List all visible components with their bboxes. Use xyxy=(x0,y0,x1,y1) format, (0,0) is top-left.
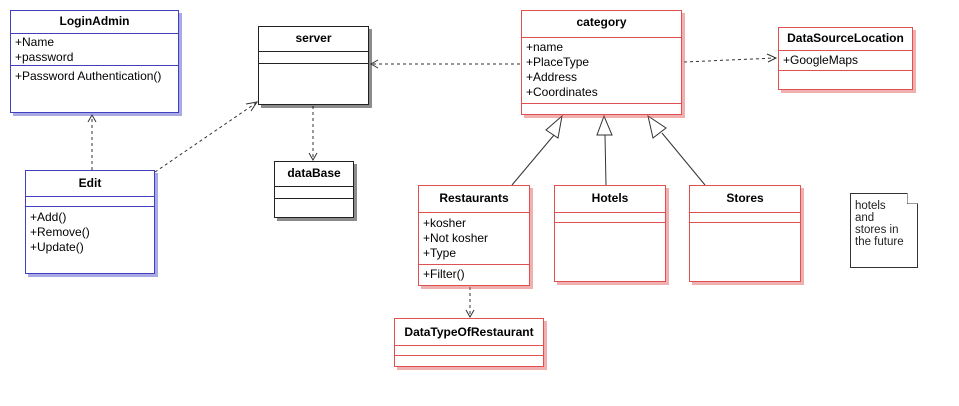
category-to-server-dependency xyxy=(369,59,520,69)
class-database[interactable]: dataBase xyxy=(274,161,354,218)
server-to-database-dependency xyxy=(308,106,318,162)
note-line: the future xyxy=(855,236,904,248)
attribute: +Type xyxy=(423,246,457,260)
class-server[interactable]: server xyxy=(258,26,369,105)
attribute: +Name xyxy=(15,35,55,49)
operations-section: +Filter() xyxy=(419,264,529,283)
class-name: DataTypeOfRestaurant xyxy=(404,325,534,339)
attribute: +Not kosher xyxy=(423,231,489,245)
operations-section xyxy=(275,198,353,217)
edit-to-loginadmin-dependency xyxy=(87,113,97,170)
class-name: LoginAdmin xyxy=(59,14,130,28)
operation: +Filter() xyxy=(423,267,465,281)
class-name: dataBase xyxy=(287,166,341,180)
attribute: +PlaceType xyxy=(526,55,590,69)
operation: +Add() xyxy=(30,210,67,224)
restaurants-generalization xyxy=(511,114,563,186)
category-to-datasourcelocation-dependency xyxy=(683,53,778,63)
future-note[interactable]: hotels and stores in the future xyxy=(850,193,918,268)
operation: +Password Authentication() xyxy=(15,69,162,83)
note-line: hotels xyxy=(855,200,886,212)
note-line: stores in xyxy=(855,224,899,236)
class-name: DataSourceLocation xyxy=(787,31,904,45)
attribute: +Coordinates xyxy=(526,85,598,99)
edit-to-server-dependency xyxy=(154,101,259,173)
class-name: Hotels xyxy=(591,191,629,205)
class-name: Edit xyxy=(78,176,102,190)
operations-section xyxy=(555,222,665,281)
class-name: server xyxy=(295,31,332,45)
attributes-section xyxy=(690,212,800,222)
operations-section xyxy=(259,63,368,104)
attribute: +kosher xyxy=(423,216,467,230)
class-restaurants[interactable]: Restaurants +kosher +Not kosher +Type +F… xyxy=(418,185,530,286)
class-category[interactable]: category +name +PlaceType +Address +Coor… xyxy=(521,10,682,115)
operation: +Update() xyxy=(30,240,84,254)
operations-section xyxy=(779,70,912,89)
class-loginadmin[interactable]: LoginAdmin +Name +password +Password Aut… xyxy=(10,10,179,113)
attribute: +password xyxy=(15,50,74,64)
stores-generalization xyxy=(647,114,706,186)
class-name: Stores xyxy=(726,191,764,205)
attributes-section xyxy=(259,51,368,63)
class-name: category xyxy=(576,15,627,29)
operations-section xyxy=(522,103,681,114)
note-fold-icon xyxy=(907,193,918,204)
operations-section: +Password Authentication() xyxy=(11,65,178,85)
class-hotels[interactable]: Hotels xyxy=(554,185,666,282)
attribute: +GoogleMaps xyxy=(783,53,859,67)
attributes-section xyxy=(275,186,353,198)
class-datasourcelocation[interactable]: DataSourceLocation +GoogleMaps xyxy=(778,27,913,90)
attributes-section: +Name +password xyxy=(11,33,178,65)
attributes-section: +GoogleMaps xyxy=(779,50,912,70)
class-edit[interactable]: Edit +Add() +Remove() +Update() xyxy=(25,170,155,274)
attributes-section xyxy=(395,345,543,355)
attributes-section xyxy=(555,212,665,222)
operation: +Remove() xyxy=(30,225,90,239)
class-datatypeofrestaurant[interactable]: DataTypeOfRestaurant xyxy=(394,318,544,367)
operations-section: +Add() +Remove() +Update() xyxy=(26,206,154,256)
operations-section xyxy=(395,355,543,366)
hotels-generalization xyxy=(596,114,613,186)
attributes-section: +name +PlaceType +Address +Coordinates xyxy=(522,37,681,103)
note-line: and xyxy=(855,212,875,224)
attribute: +name xyxy=(526,40,564,54)
attribute: +Address xyxy=(526,70,578,84)
restaurants-to-datatype-dependency xyxy=(465,287,475,319)
attributes-section xyxy=(26,196,154,206)
class-name: Restaurants xyxy=(439,191,509,205)
operations-section xyxy=(690,222,800,281)
class-stores[interactable]: Stores xyxy=(689,185,801,282)
attributes-section: +kosher +Not kosher +Type xyxy=(419,212,529,264)
